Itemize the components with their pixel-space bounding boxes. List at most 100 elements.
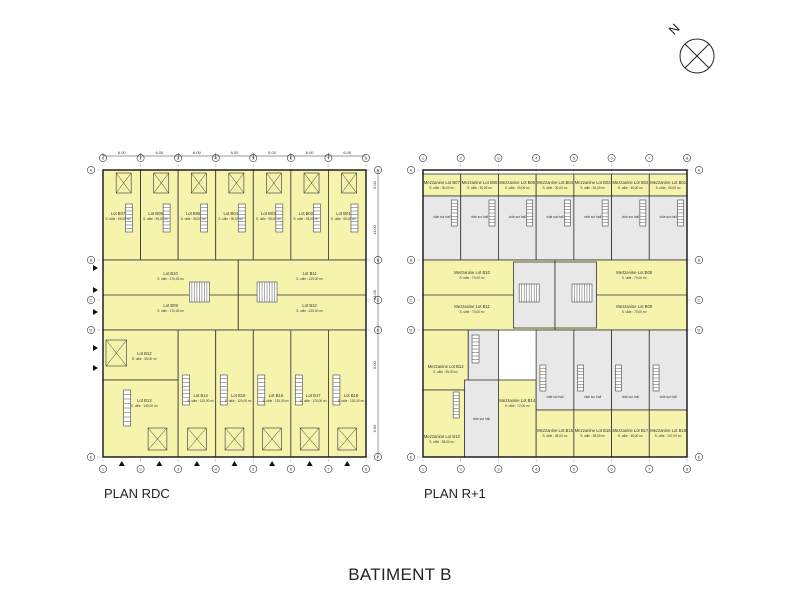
grid-bubble <box>683 465 691 473</box>
stair-icon <box>571 283 593 303</box>
lot-label-name: Lot B10 <box>163 271 178 276</box>
door-box-icon <box>341 172 357 194</box>
mezzanine-label-name: Mezzanine Lot B10 <box>454 270 491 275</box>
grid-bubble <box>645 154 654 162</box>
grid-letter: A <box>410 168 413 173</box>
lot-label-name: Lot B05 <box>186 211 201 216</box>
grid-number: 1 <box>102 156 105 161</box>
grid-number: 4 <box>535 156 538 161</box>
stair-icon <box>275 203 284 233</box>
entrance-arrow-icon <box>269 461 276 466</box>
grid-letter: B <box>90 258 93 263</box>
grid-number: 5 <box>252 156 255 161</box>
mezzanine-label-area: S. utile : 70,00 m² <box>460 276 485 280</box>
door-box-outline <box>341 172 357 194</box>
grid-bubble <box>532 465 541 473</box>
grid-letter: B <box>698 258 701 263</box>
mezzanine-label-name: Mezzanine Lot B16 <box>575 428 612 433</box>
door-box-icon <box>303 172 320 194</box>
lot-label-area: S. utile : 95,00 m² <box>218 217 243 221</box>
void-label: vide sur hall <box>622 215 639 219</box>
dimension-label: 6.00 <box>372 424 377 433</box>
lot-label-name: Lot B11 <box>303 271 318 276</box>
mezzanine-label-area: S. utile : 35,00 m² <box>433 370 458 374</box>
door-box-outline <box>262 427 282 451</box>
grid-number: 1 <box>102 467 105 472</box>
grid-letter: C <box>698 298 701 303</box>
grid-letter: C <box>90 298 93 303</box>
mezzanine-label-name: Mezzanine Lot B14 <box>499 398 536 403</box>
grid-bubble <box>87 326 95 334</box>
mezzanine-label-name: Mezzanine Lot B05 <box>499 180 536 185</box>
door-box-icon <box>228 172 245 194</box>
stair-icon <box>200 203 208 233</box>
grid-letter: B <box>410 258 413 263</box>
lot-label-area: S. utile : 120,00 m² <box>187 399 214 403</box>
mezzanine-label-area: S. utile : 70,00 m² <box>622 276 647 280</box>
plan-r1-caption: PLAN R+1 <box>424 486 486 501</box>
mezzanine-cell <box>498 173 537 197</box>
lot-label-name: Lot B03 <box>261 211 276 216</box>
door-box-diagonal <box>147 427 168 451</box>
dimension-label: 6.00 <box>118 150 127 155</box>
void-label: vide sur hall <box>433 215 450 219</box>
mezzanine-cell <box>573 173 612 197</box>
lot-label-area: S. utile : 170,00 m² <box>157 309 184 313</box>
void-label: vide sur hall <box>622 395 639 399</box>
door-box-icon <box>153 172 170 194</box>
mezzanine-label-area: S. utile : 38,00 m² <box>543 434 568 438</box>
grid-number: 3 <box>497 467 500 472</box>
door-box-diagonal <box>153 172 169 194</box>
grid-bubble <box>407 326 415 334</box>
grid-number: 2 <box>139 156 142 161</box>
door-box-outline <box>147 427 168 451</box>
mezzanine-cell <box>611 173 650 197</box>
void-label: vide sur hall <box>660 395 677 399</box>
grid-number: 6 <box>290 467 293 472</box>
door-box-diagonal <box>303 172 320 194</box>
mezzanine-label-name: Mezzanine Lot B01 <box>650 180 687 185</box>
dimension-label: 6.00 <box>231 150 240 155</box>
door-box-outline <box>266 172 282 194</box>
lot-label-area: S. utile : 125,00 m² <box>296 277 323 281</box>
outer-wall <box>102 169 367 458</box>
grid-bubble <box>324 465 333 473</box>
entrance-arrow-icon <box>156 461 163 466</box>
grid-letter: E <box>90 455 93 460</box>
mezzanine-label-area: S. utile : 30,00 m² <box>429 186 454 190</box>
mezzanine-label-name: Mezzanine Lot B15 <box>537 428 574 433</box>
dimension-label: 5.00 <box>372 180 377 189</box>
grid-number: 8 <box>686 156 689 161</box>
stair-icon <box>332 374 341 406</box>
outer-wall <box>422 169 688 458</box>
lot-cell <box>140 169 179 261</box>
grid-bubble <box>532 154 541 162</box>
grid-bubble <box>362 465 370 473</box>
lot-label-area: S. utile : 95,00 m² <box>293 217 318 221</box>
door-box-icon <box>105 339 127 367</box>
grid-number: 7 <box>648 156 651 161</box>
lot-label-area: S. utile : 120,00 m² <box>300 399 327 403</box>
mezzanine-cell <box>648 173 688 197</box>
door-box-outline <box>187 427 207 451</box>
grid-letter: E <box>698 455 701 460</box>
grid-bubble <box>407 453 415 461</box>
door-box-icon <box>262 427 282 451</box>
grid-bubble <box>211 465 220 473</box>
grid-bubble <box>136 465 145 473</box>
lot-cell <box>102 329 179 381</box>
lot-label-area: S. utile : 225,00 m² <box>296 309 323 313</box>
lot-label-name: Lot B17 <box>306 393 321 398</box>
mezzanine-label-area: S. utile : 70,00 m² <box>460 310 485 314</box>
plan-rdc-caption: PLAN RDC <box>104 486 170 501</box>
mezzanine-label-area: S. utile : 55,00 m² <box>429 440 454 444</box>
grid-letter: C <box>410 298 413 303</box>
dimension-label: 6.00 <box>343 150 352 155</box>
lot-label-area: S. utile : 95,00 m² <box>143 217 168 221</box>
lot-label-area: S. utile : 35,00 m² <box>132 357 157 361</box>
stair-icon <box>639 199 647 227</box>
mezzanine-label-name: Mezzanine Lot B13 <box>424 434 461 439</box>
dimension-label: 6.00 <box>193 150 202 155</box>
mezzanine-label-name: Mezzanine Lot B17 <box>612 428 649 433</box>
